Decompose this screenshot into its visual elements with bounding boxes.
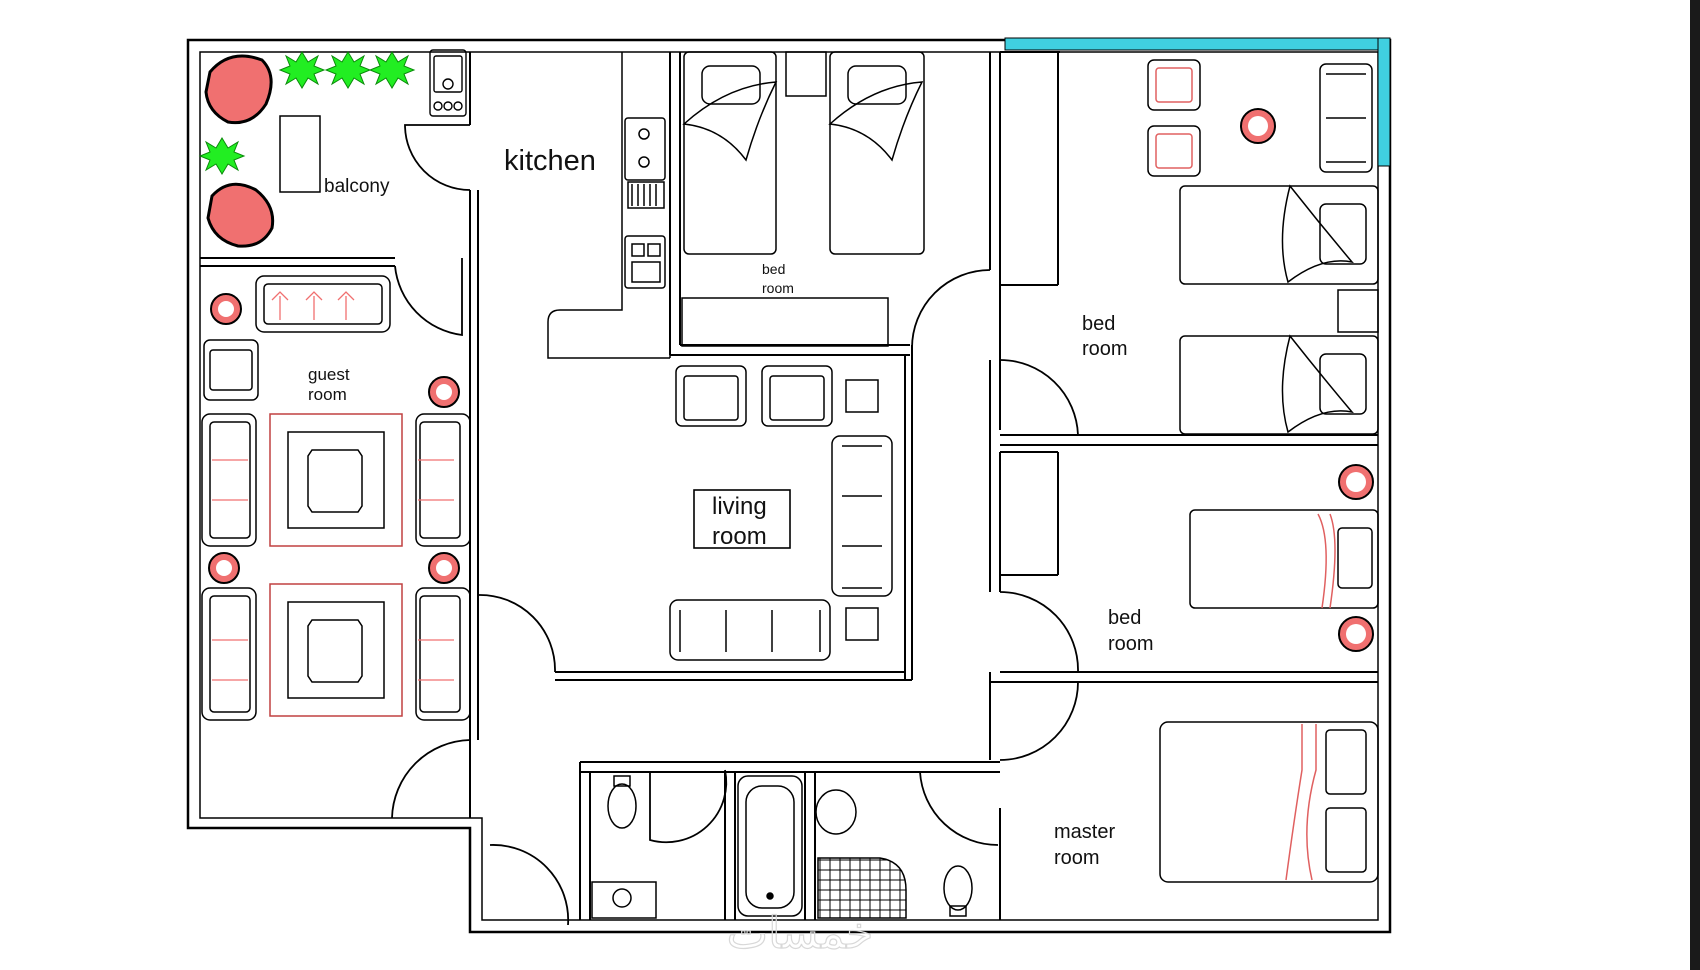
balcony-plants [198,51,416,175]
door-bedroom-top-right [999,359,1079,436]
room-labels: balcony kitchen bed room guest room livi… [308,145,1154,869]
bedroom-top-right-furniture [1147,59,1379,435]
washer-left [591,881,657,919]
guest-room-furniture [201,275,471,721]
bed-left [683,51,777,255]
shower-tiles [817,857,907,919]
door-master [999,681,1079,761]
bed-mid-right [1189,509,1379,609]
label-bedroom-mr-1: bed [1108,607,1141,629]
toilet-right [943,865,973,911]
living-side-table-2 [845,607,879,641]
glass-band-side [1377,37,1391,167]
balcony-chairs [204,54,275,248]
door-living-left [477,594,556,673]
bed-tr-2 [1179,335,1379,435]
balcony-chair-2 [206,182,275,248]
balcony-chair-1 [204,54,273,125]
bed-tr-1 [1179,185,1379,285]
guest-rugs [269,413,403,717]
label-balcony: balcony [324,176,390,197]
door-guest-bottom [391,739,471,819]
door-center-bedroom [911,269,991,349]
label-bedroom-tr-2: room [1082,338,1128,360]
balcony-table [279,115,321,193]
master-room-furniture [1159,721,1379,883]
door-balcony [404,124,471,191]
door-wc [649,769,728,844]
bed-right [829,51,925,255]
label-bedroom-mr-2: room [1108,633,1154,655]
living-side-table-1 [845,379,879,413]
plant-icon-2 [324,51,372,89]
chair-tr-1 [1147,59,1201,111]
guest-sofa-right-1 [415,413,471,547]
label-bedroom-tr-1: bed [1082,313,1115,335]
label-living-room-2: room [712,523,767,550]
toilet-left [607,783,637,829]
nightstand-center [785,51,827,97]
guest-sofa-left-1 [201,413,257,547]
door-master-bath [919,771,999,846]
label-master-room-2: room [1054,847,1100,869]
living-sofa-bottom [669,599,831,661]
living-sofa-right [831,435,893,597]
door-guest-top [394,258,463,337]
kitchen-counter [547,52,671,359]
living-room-label-box [693,489,791,549]
plant-icon-4 [198,137,246,175]
living-chair-1 [675,365,747,427]
guest-tables [307,449,363,683]
label-kitchen: kitchen [504,145,596,177]
label-guest-room-2: room [308,385,347,404]
outer-walls [186,38,1392,934]
guest-seat-arrows [212,291,454,681]
plant-icon-3 [368,51,416,89]
living-room-furniture [669,365,893,661]
balcony-sink [429,49,467,117]
watermark: خمسات [727,908,874,959]
guest-stools [208,293,460,584]
stools-right [1240,108,1374,652]
label-master-room-1: master [1054,821,1115,843]
label-guest-room-1: guest [308,365,350,384]
label-bedroom-center-1: bed [762,261,785,277]
label-living-room-1: living [712,493,767,520]
interior-walls [200,51,1378,920]
doors [391,124,1079,926]
guest-sofa-left-2 [201,587,257,721]
sofa-tr [1319,63,1373,173]
bathroom-fixtures [591,775,973,919]
bathtub [737,775,803,917]
chair-tr-2 [1147,125,1201,177]
window-edge [1690,0,1700,970]
guest-armchair [203,339,259,401]
bedroom-mid-right-furniture [1189,509,1379,609]
desk-center [681,297,889,347]
door-entrance [489,844,570,926]
glass-band [1004,37,1391,51]
label-bedroom-center-2: room [762,280,794,296]
plant-icon-1 [278,51,326,89]
center-bedroom-furniture [681,51,925,347]
guest-sofa-right-2 [415,587,471,721]
sink-bath [815,789,857,835]
bed-master [1159,721,1379,883]
living-chair-2 [761,365,833,427]
guest-sofa-top [255,275,391,333]
door-bedroom-mid-right [999,591,1079,673]
nightstand-tr [1337,289,1379,333]
